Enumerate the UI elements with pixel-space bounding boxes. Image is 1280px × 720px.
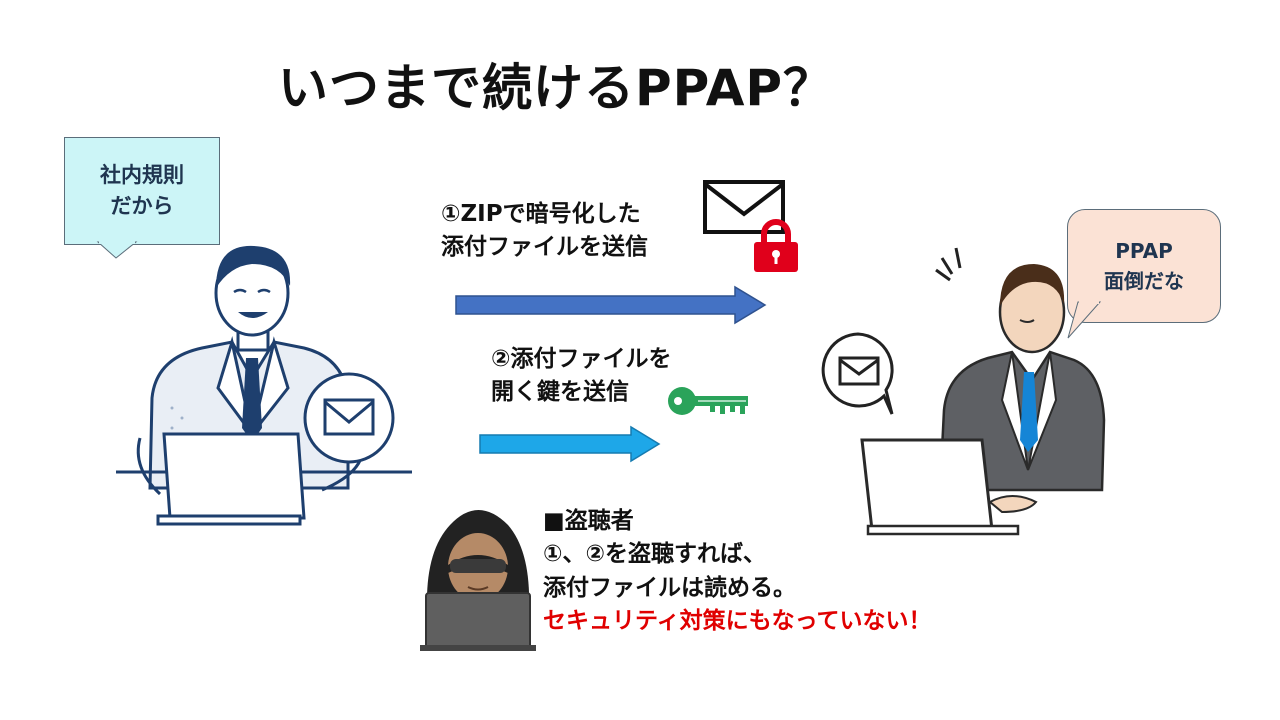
eavesdropper-line1: ①、②を盗聴すれば、 xyxy=(543,541,766,568)
sender-speech-bubble: 社内規則 だから xyxy=(64,137,220,245)
sender-bubble-line2: だから xyxy=(110,194,174,218)
eavesdropper-text: ■盗聴者 ①、②を盗聴すれば、 添付ファイルは読める。 セキュリティ対策にもなっ… xyxy=(543,505,931,638)
receiver-person-illustration xyxy=(860,247,1106,536)
receiver-bubble-line2: 面倒だな xyxy=(1104,269,1184,293)
receiver-bubble-tail xyxy=(1067,301,1102,339)
hooded-hacker-icon xyxy=(420,510,536,651)
sender-person-illustration xyxy=(116,245,412,526)
sender-bubble-tail xyxy=(96,241,138,259)
step2-label: ②添付ファイルを 開く鍵を送信 xyxy=(491,343,671,410)
key-icon xyxy=(668,387,748,415)
step2-line2: 開く鍵を送信 xyxy=(491,379,629,406)
step2-arrow xyxy=(479,425,661,463)
step1-label: ①ZIPで暗号化した 添付ファイルを送信 xyxy=(441,198,648,265)
eavesdropper-heading: ■盗聴者 xyxy=(543,508,634,534)
page-title: いつまで続けるPPAP？ xyxy=(278,59,835,117)
step1-line2: 添付ファイルを送信 xyxy=(441,234,648,261)
step2-line1: ②添付ファイルを xyxy=(491,346,672,372)
receiver-bubble-line1: PPAP xyxy=(1115,239,1173,263)
step1-line1: ①ZIPで暗号化した xyxy=(441,201,641,227)
eavesdropper-warning: セキュリティ対策にもなっていない！ xyxy=(543,608,932,635)
sender-bubble-line1: 社内規則 xyxy=(100,162,184,187)
padlock-icon xyxy=(754,219,798,272)
mail-circle-icon xyxy=(303,372,395,464)
receiver-mail-bubble-icon xyxy=(821,332,894,415)
step1-arrow xyxy=(455,285,767,325)
eavesdropper-line2: 添付ファイルは読める。 xyxy=(543,574,796,601)
